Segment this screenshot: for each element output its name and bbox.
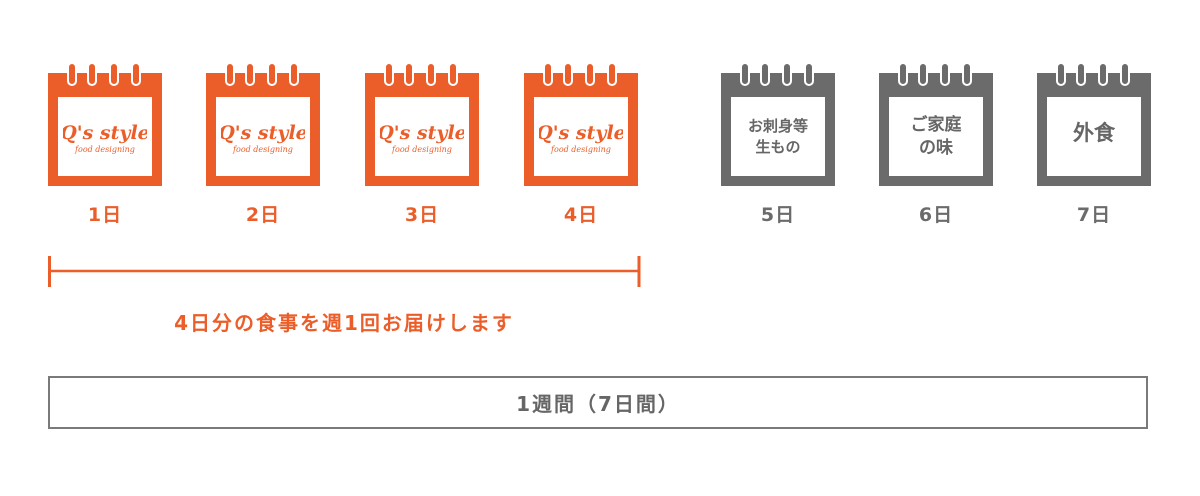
calendar-day-5: お刺身等 生もの — [721, 62, 835, 186]
calendar-card: ご家庭 の味 — [889, 97, 983, 176]
week-span-bar: 1週間（7日間） — [48, 376, 1148, 429]
svg-text:food designing: food designing — [550, 145, 611, 154]
day-label-3: 3日 — [404, 204, 440, 226]
week-label: 1週間（7日間） — [516, 392, 680, 416]
qs-style-logo: Q's style food designing — [63, 122, 147, 154]
svg-text:food designing: food designing — [232, 145, 293, 154]
day-label-5: 5日 — [760, 204, 796, 226]
calendar-card: Q's style food designing — [216, 97, 310, 176]
qs-style-logo: Q's style food designing — [539, 122, 623, 154]
day-label-4: 4日 — [563, 204, 599, 226]
day-label-1: 1日 — [87, 204, 123, 226]
calendar-day-2: Q's style food designing — [206, 62, 320, 186]
calendar-text: ご家庭 の味 — [910, 114, 962, 158]
svg-text:Q's style: Q's style — [539, 122, 623, 144]
calendar-day-3: Q's style food designing — [365, 62, 479, 186]
svg-text:Q's style: Q's style — [380, 122, 464, 144]
svg-text:Q's style: Q's style — [63, 122, 147, 144]
qs-style-logo: Q's style food designing — [380, 122, 464, 154]
delivery-span-bracket — [48, 256, 641, 287]
calendar-text: お刺身等 生もの — [747, 117, 808, 156]
svg-text:food designing: food designing — [391, 145, 452, 154]
delivery-caption: 4日分の食事を週1回お届けします — [174, 311, 514, 335]
calendar-day-6: ご家庭 の味 — [879, 62, 993, 186]
day-label-2: 2日 — [245, 204, 281, 226]
day-label-7: 7日 — [1076, 204, 1112, 226]
calendar-card: お刺身等 生もの — [731, 97, 825, 176]
calendar-card: Q's style food designing — [375, 97, 469, 176]
qs-style-logo: Q's style food designing — [221, 122, 305, 154]
calendar-day-4: Q's style food designing — [524, 62, 638, 186]
svg-text:food designing: food designing — [74, 145, 135, 154]
calendar-card: 外食 — [1047, 97, 1141, 176]
calendar-card: Q's style food designing — [534, 97, 628, 176]
calendar-day-7: 外食 — [1037, 62, 1151, 186]
svg-text:Q's style: Q's style — [221, 122, 305, 144]
calendar-text: 外食 — [1073, 121, 1115, 145]
day-label-6: 6日 — [918, 204, 954, 226]
calendar-day-1: Q's style food designing — [48, 62, 162, 186]
calendar-card: Q's style food designing — [58, 97, 152, 176]
